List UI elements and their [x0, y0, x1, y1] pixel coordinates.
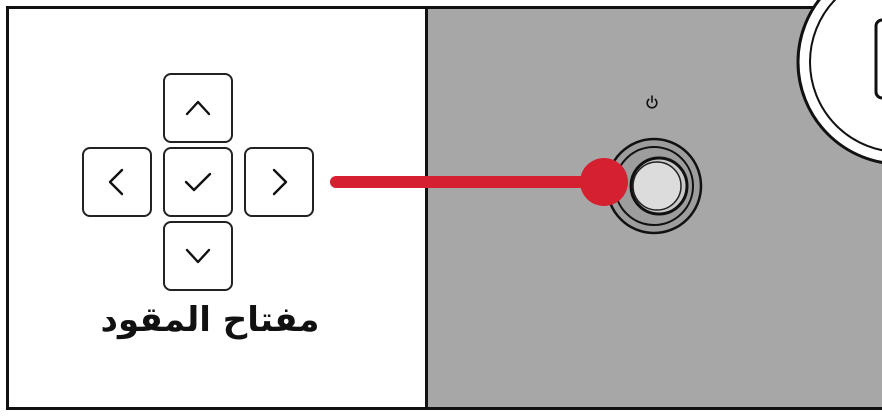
checkmark-icon	[184, 172, 212, 192]
chevron-left-icon	[108, 168, 124, 196]
chevron-down-icon	[185, 248, 211, 264]
ok-key[interactable]	[163, 147, 233, 217]
caption-label: مفتاح المقود	[100, 300, 320, 340]
joystick-button[interactable]	[605, 137, 703, 235]
right-key[interactable]	[244, 147, 314, 217]
chevron-up-icon	[185, 100, 211, 116]
up-key[interactable]	[163, 73, 233, 143]
left-key[interactable]	[82, 147, 152, 217]
chevron-right-icon	[272, 168, 288, 196]
down-key[interactable]	[163, 221, 233, 291]
